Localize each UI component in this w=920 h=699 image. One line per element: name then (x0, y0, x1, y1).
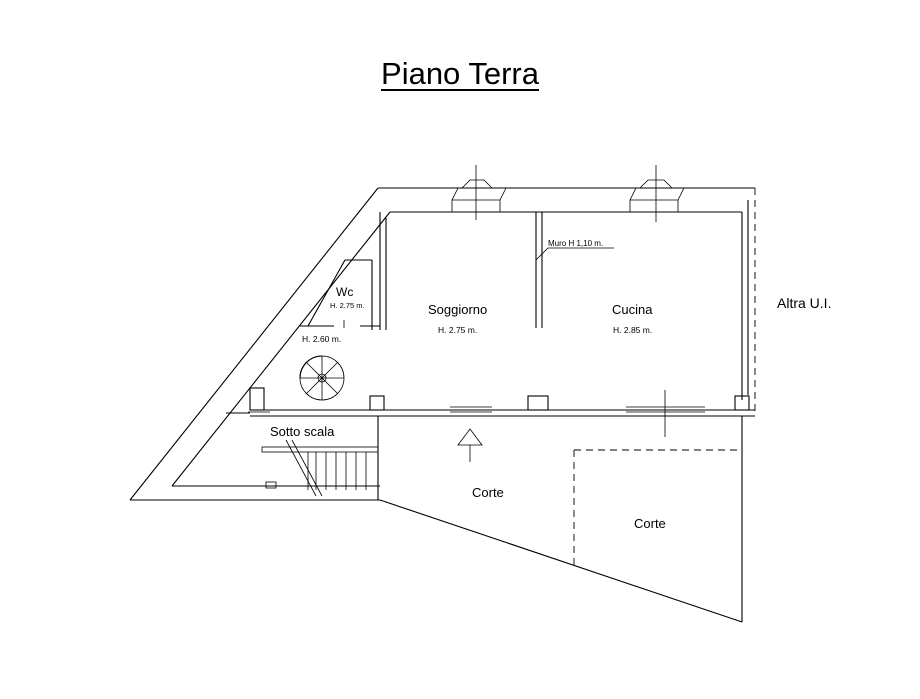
label-stair-height: H. 2.60 m. (302, 334, 341, 344)
front-wall (248, 387, 755, 437)
entrance-arrow-icon (457, 428, 483, 462)
label-cucina: Cucina (612, 302, 653, 317)
spiral-stair (299, 355, 345, 401)
label-soggiorno-height: H. 2.75 m. (438, 325, 477, 335)
plan-title: Piano Terra (381, 56, 539, 91)
label-wc-height: H. 2.75 m. (330, 301, 365, 310)
label-soggiorno: Soggiorno (428, 302, 487, 317)
straight-stair (261, 439, 379, 497)
outer-walls (129, 187, 756, 501)
label-corte-2: Corte (634, 516, 666, 531)
label-muro: Muro H 1,10 m. (548, 239, 603, 248)
label-wc: Wc (336, 285, 353, 299)
interior-walls (226, 212, 614, 500)
top-windows (451, 165, 685, 222)
label-corte-1: Corte (472, 485, 504, 500)
courtyard (379, 416, 743, 623)
label-sotto-scala: Sotto scala (270, 424, 335, 439)
label-altra-ui: Altra U.I. (777, 295, 831, 311)
label-cucina-height: H. 2.85 m. (613, 325, 652, 335)
